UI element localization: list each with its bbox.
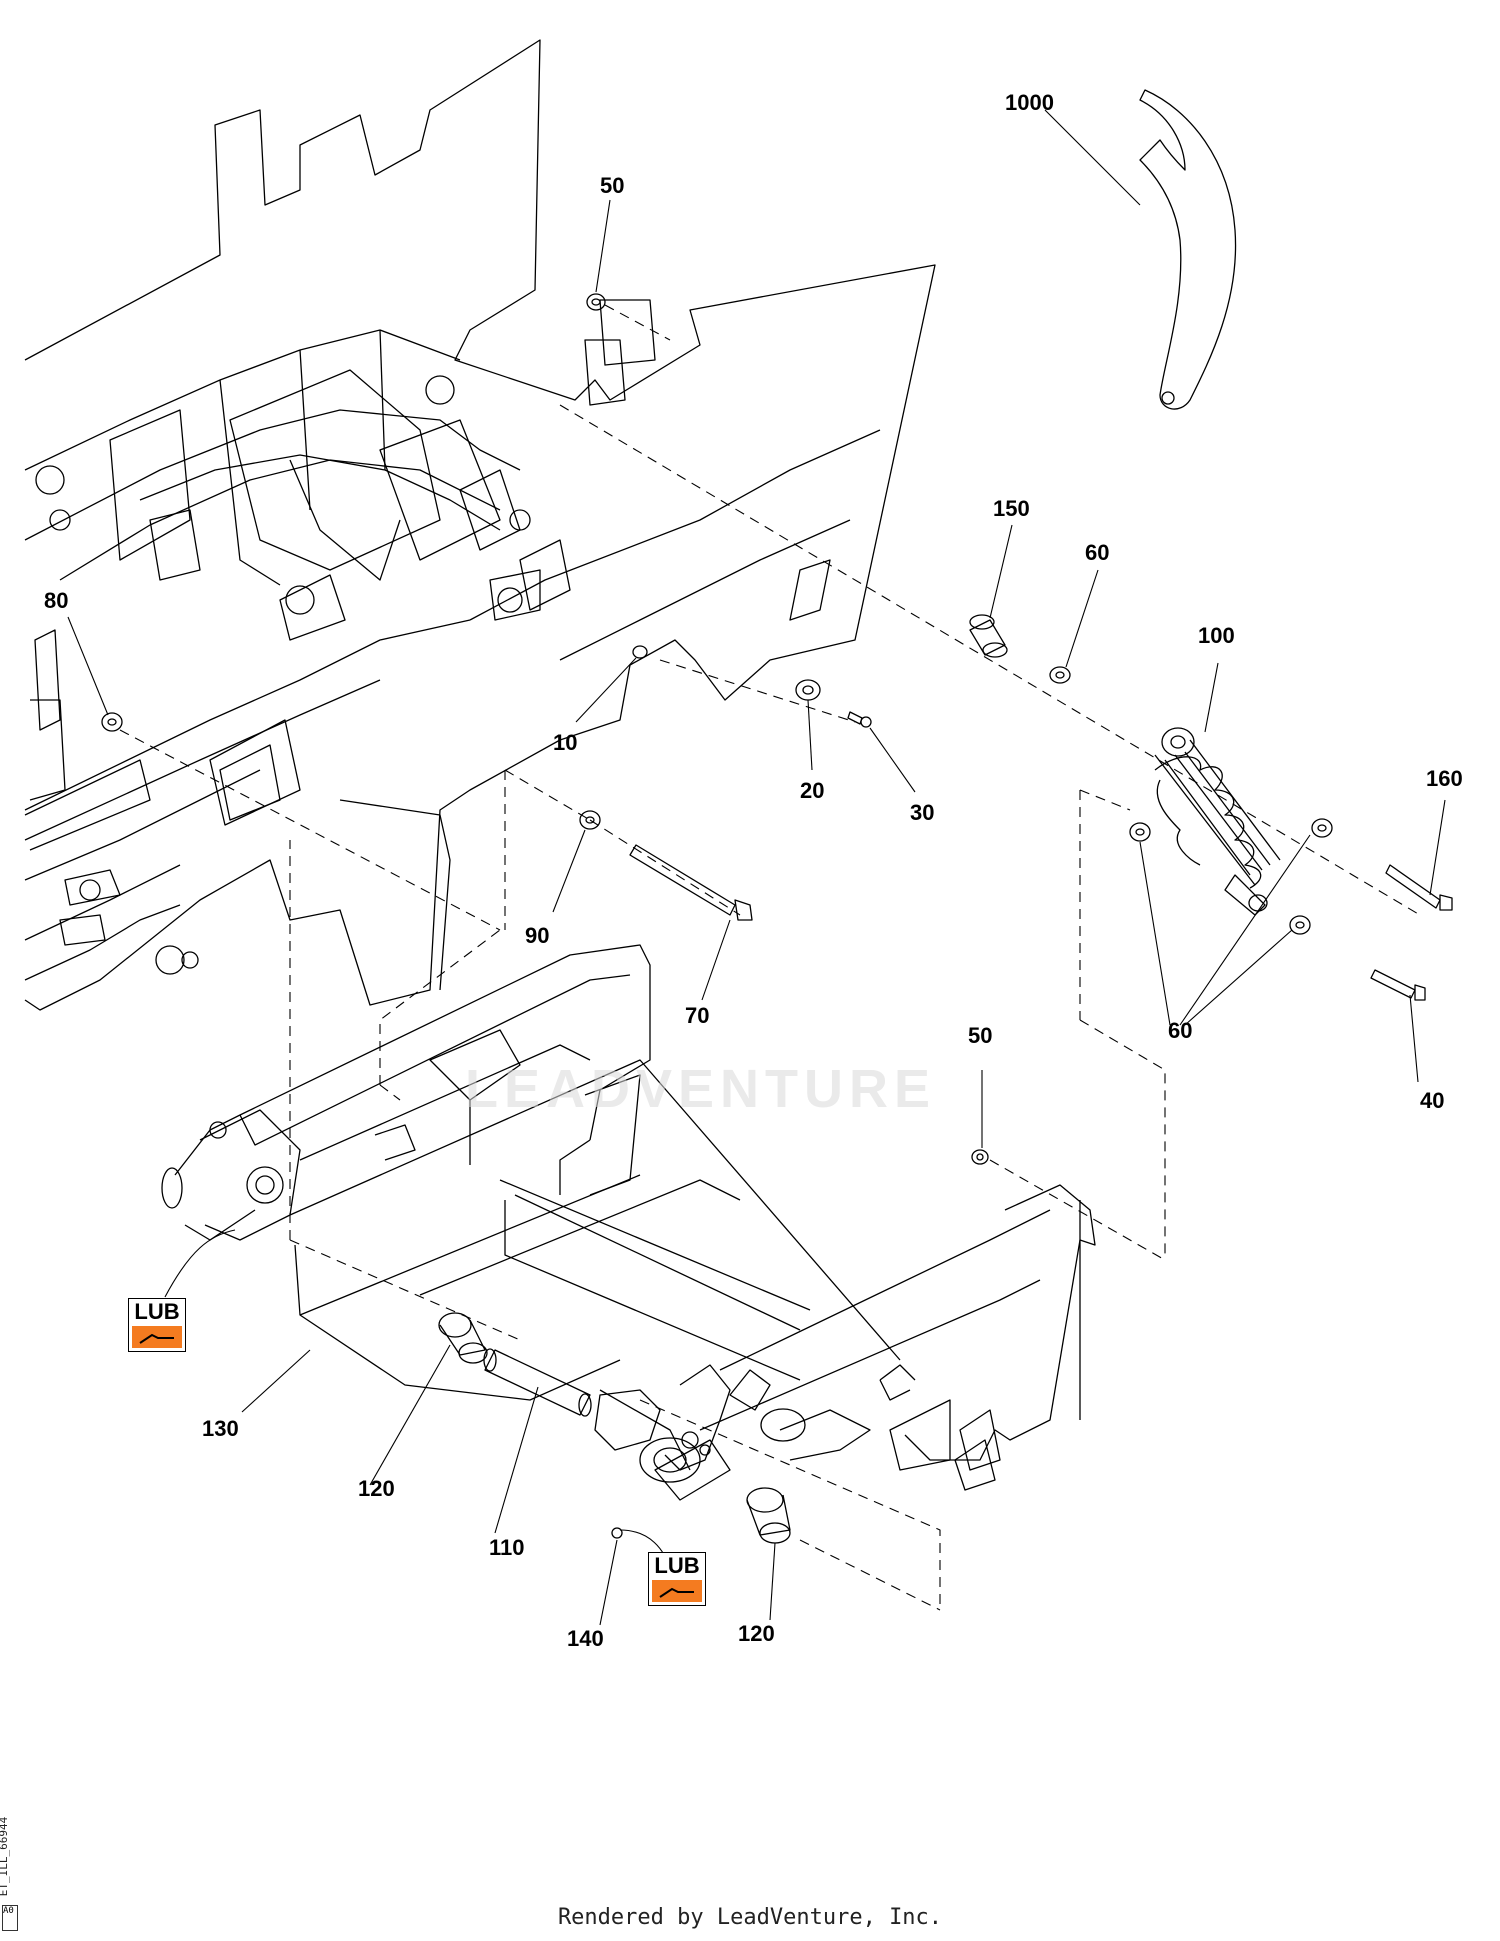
- callout-60-upper: 60: [1085, 540, 1110, 565]
- bolt-40: [1370, 969, 1426, 1001]
- footer-credit: Rendered by LeadVenture, Inc.: [557, 1905, 943, 1930]
- callout-10: 10: [553, 730, 578, 755]
- callout-70: 70: [685, 1003, 710, 1028]
- callout-150: 150: [993, 496, 1030, 521]
- bolt-70: [629, 844, 753, 921]
- pin-110: [483, 1348, 592, 1417]
- callout-40: 40: [1420, 1088, 1445, 1113]
- spacer-150: [969, 614, 1008, 658]
- callout-60-lower: 60: [1168, 1018, 1193, 1043]
- revision-box: A0: [2, 1905, 18, 1931]
- spanner-wrench-part: [1139, 89, 1237, 410]
- callout-160: 160: [1426, 766, 1463, 791]
- callout-30: 30: [910, 800, 935, 825]
- watermark-text: LEADVENTURE: [465, 1059, 937, 1119]
- callout-120-lower: 120: [738, 1621, 775, 1646]
- callout-120-upper: 120: [358, 1476, 395, 1501]
- washers-and-nuts: [101, 293, 1333, 1539]
- bushing-120-lower: [746, 1487, 791, 1544]
- lub-icon: [652, 1580, 702, 1602]
- lub-label: LUB: [654, 1553, 700, 1578]
- main-frame: [24, 39, 936, 1011]
- lub-badge-right: LUB: [648, 1552, 706, 1606]
- bushing-120-upper: [438, 1312, 488, 1364]
- assembly-lines: [119, 304, 1421, 1611]
- swing-arm-part: [161, 944, 1096, 1501]
- callout-90: 90: [525, 923, 550, 948]
- callout-50-upper: 50: [600, 173, 625, 198]
- leader-lines: [67, 109, 1446, 1626]
- lub-badge-left: LUB: [128, 1298, 186, 1352]
- shock-absorber-part: [1154, 727, 1281, 916]
- callout-50-lower: 50: [968, 1023, 993, 1048]
- bolt-30: [847, 711, 872, 728]
- lub-icon: [132, 1326, 182, 1348]
- callout-100: 100: [1198, 623, 1235, 648]
- bolt-160: [1385, 864, 1453, 911]
- lub-label: LUB: [134, 1299, 180, 1324]
- illustration-code: ET_ILL_66944: [0, 1816, 11, 1897]
- callout-80: 80: [44, 588, 69, 613]
- callout-140: 140: [567, 1626, 604, 1651]
- callout-110: 110: [489, 1535, 525, 1560]
- callout-20: 20: [800, 778, 825, 803]
- callout-1000: 1000: [1005, 90, 1054, 115]
- callout-130: 130: [202, 1416, 239, 1441]
